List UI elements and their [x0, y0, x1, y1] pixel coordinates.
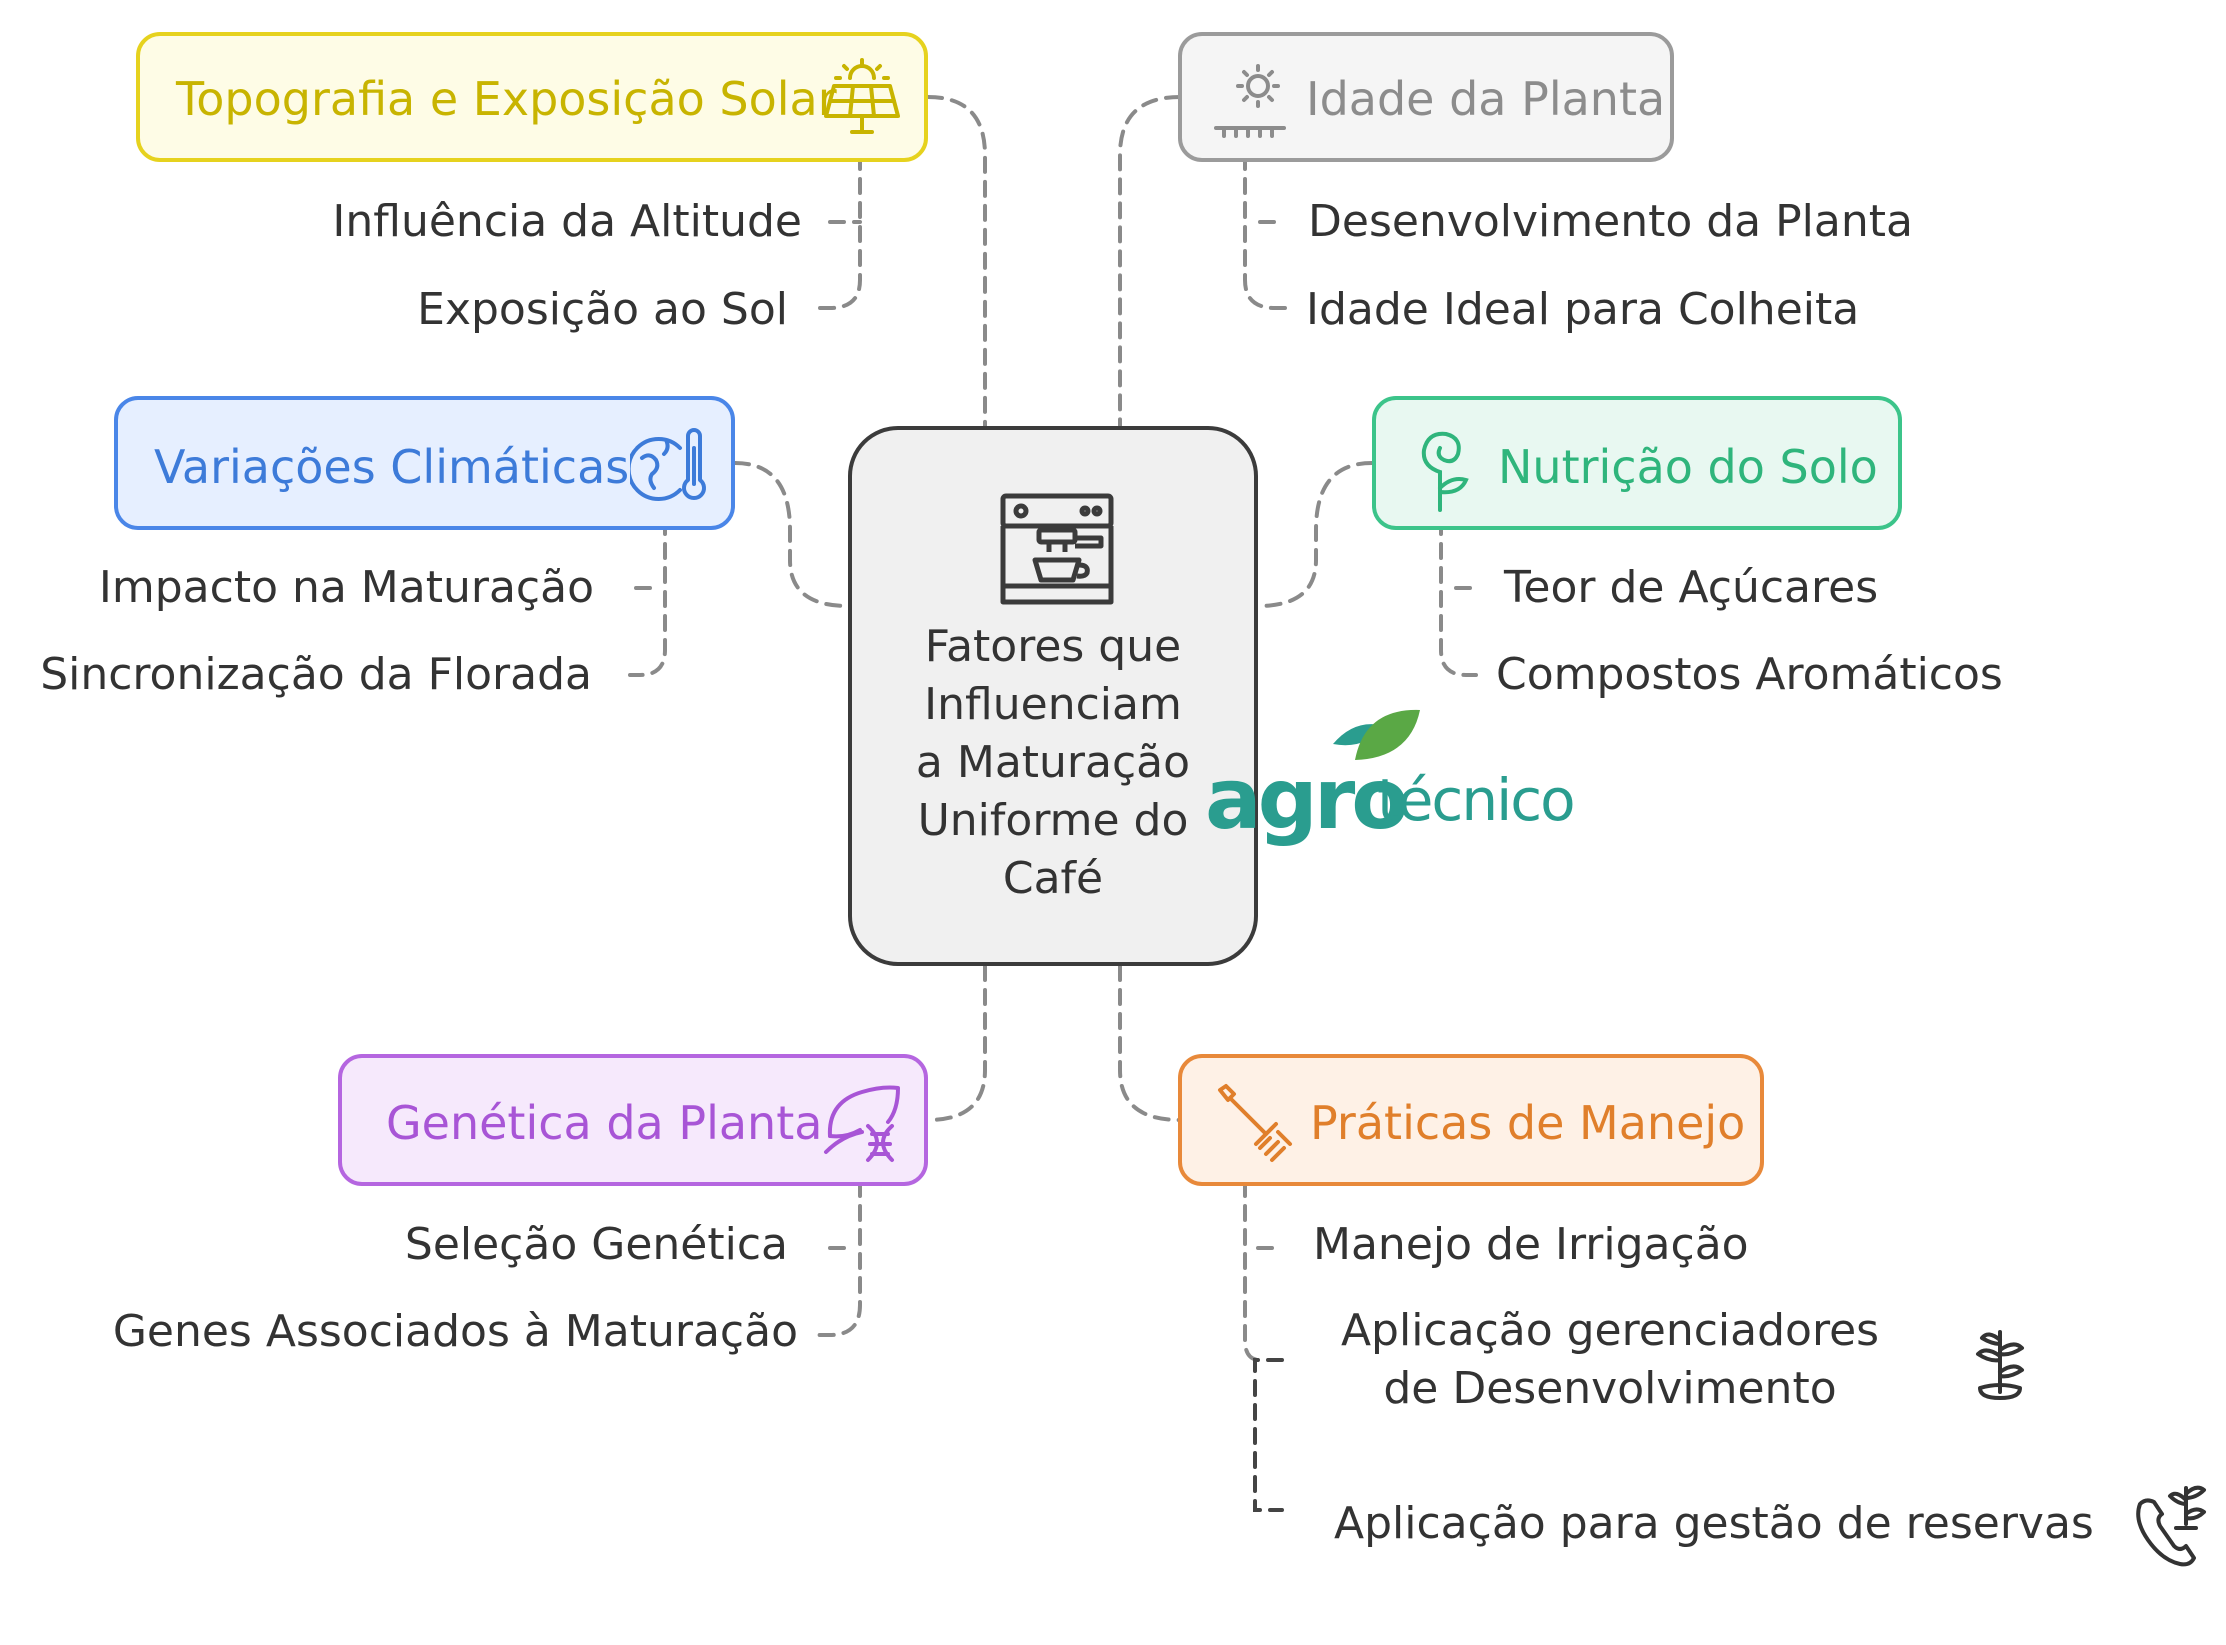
clima-item-1: Impacto na Maturação [98, 562, 594, 613]
genetica-item-1: Seleção Genética [404, 1219, 788, 1270]
genetica-item-2: Genes Associados à Maturação [112, 1306, 798, 1357]
manejo-item-3: Aplicação para gestão de reservas [1334, 1498, 2094, 1549]
sun-growth-icon [1214, 64, 1286, 138]
connector-solo [1256, 461, 1374, 608]
manejo-item-1: Manejo de Irrigação [1313, 1219, 1749, 1270]
logo-text-agro: agro [1205, 750, 1406, 848]
agrotecnico-logo: agro técnico [1205, 700, 1615, 860]
connector-topografia-items [816, 153, 862, 310]
rake-icon [1218, 1084, 1292, 1162]
connector-manejo [1118, 964, 1182, 1122]
center-node: Fatores que Influenciam a Maturação Unif… [848, 426, 1258, 966]
logo-text-tecnico: técnico [1377, 766, 1574, 834]
logo-leaves-icon: agro técnico [1205, 709, 1576, 848]
connector-idade [1118, 95, 1182, 428]
idade-item-2: Idade Ideal para Colheita [1306, 284, 1860, 335]
connector-topografia [926, 95, 987, 428]
espresso-machine-icon [1000, 493, 1114, 605]
solar-panel-icon [824, 58, 900, 134]
solo-item-1: Teor de Açúcares [1504, 562, 1879, 613]
leaf-dna-icon [824, 1085, 900, 1162]
branch-manejo: Práticas de Manejo [1178, 1054, 1764, 1186]
idade-item-1: Desenvolvimento da Planta [1308, 196, 1913, 247]
topografia-item-1: Influência da Altitude [332, 196, 802, 247]
branch-clima-title: Variações Climáticas [154, 440, 630, 494]
branch-idade: Idade da Planta [1178, 32, 1674, 162]
connector-idade-items [1243, 153, 1289, 310]
branch-genetica: Genética da Planta [338, 1054, 928, 1186]
solo-item-2: Compostos Aromáticos [1496, 649, 2003, 700]
branch-topografia-title: Topografia e Exposição Solar [176, 72, 837, 126]
plant-growth-icon [1976, 1330, 2024, 1400]
branch-idade-title: Idade da Planta [1306, 72, 1666, 126]
topografia-item-2: Exposição ao Sol [417, 284, 788, 335]
connector-clima [733, 461, 850, 608]
manejo-item-2: Aplicação gerenciadores de Desenvolvimen… [1340, 1305, 1880, 1414]
branch-topografia: Topografia e Exposição Solar [136, 32, 928, 162]
connector-manejo-lower [1253, 1358, 1284, 1512]
connector-manejo-items [1243, 1180, 1274, 1362]
clima-item-2: Sincronização da Florada [40, 649, 592, 700]
connector-solo-items [1439, 518, 1478, 677]
connector-genetica [926, 964, 987, 1122]
center-title: Fatores que Influenciam a Maturação Unif… [915, 621, 1191, 904]
connector-genetica-items [816, 1180, 862, 1337]
branch-solo: Nutrição do Solo [1372, 396, 1902, 530]
branch-clima: Variações Climáticas [114, 396, 735, 530]
connector-clima-items [628, 518, 667, 677]
branch-genetica-title: Genética da Planta [386, 1096, 823, 1150]
hand-plant-icon [2136, 1485, 2206, 1567]
sprout-spiral-icon [1421, 431, 1469, 512]
globe-thermometer-icon [630, 428, 706, 501]
branch-solo-title: Nutrição do Solo [1498, 440, 1878, 494]
branch-manejo-title: Práticas de Manejo [1310, 1096, 1746, 1150]
